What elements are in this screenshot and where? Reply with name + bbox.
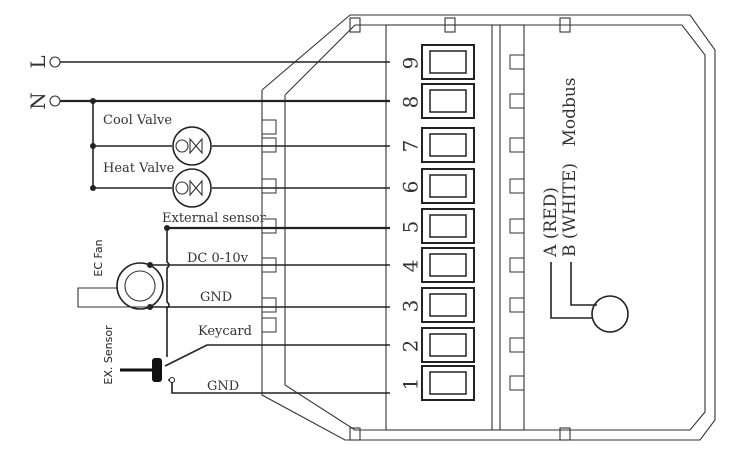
terminal-9: 9 [399, 44, 525, 80]
terminal-3: 3 [399, 287, 525, 323]
n-label: N [26, 92, 50, 110]
terminal-block: 1 2 3 4 5 6 7 8 9 [399, 44, 525, 401]
terminal-5: 5 [399, 208, 525, 244]
terminal-4: 4 [399, 247, 525, 283]
gnd-label-2: GND [207, 379, 239, 394]
heat-valve-label: Heat Valve [103, 161, 175, 176]
cool-valve-label: Cool Valve [103, 113, 172, 128]
terminal-number: 7 [399, 140, 423, 153]
terminal-1: 1 [399, 365, 525, 401]
modbus: Modbus A (RED) B (WHITE) [541, 77, 629, 333]
l-label: L [26, 55, 50, 68]
dc-label: DC 0-10v [187, 251, 249, 266]
terminal-number: 9 [399, 57, 423, 70]
terminal-number: 4 [399, 260, 423, 273]
terminal-number: 6 [399, 181, 423, 194]
terminal-6: 6 [399, 168, 525, 204]
wires [60, 61, 390, 394]
terminal-number: 3 [399, 300, 423, 313]
b-white-label: B (WHITE) [560, 163, 580, 257]
terminal-tab [261, 137, 277, 153]
terminal-number: 1 [399, 378, 423, 391]
terminal-number: 2 [399, 340, 423, 353]
terminal-tab [261, 119, 277, 135]
terminal-tab [261, 218, 277, 234]
terminal-tab [261, 317, 277, 333]
ec-fan-label: EC Fan [92, 239, 105, 276]
modbus-connector-icon [591, 295, 629, 333]
terminal-2: 2 [399, 327, 525, 363]
heat-valve-icon [172, 168, 212, 208]
left-terminal-tabs [261, 119, 277, 333]
terminal-8: 8 [399, 83, 525, 119]
ec-fan-icon [77, 262, 164, 310]
labels: Cool Valve Heat Valve External sensor DC… [92, 113, 267, 394]
cool-valve-icon [172, 126, 212, 166]
terminal-7: 7 [399, 127, 525, 163]
terminal-tab [261, 297, 277, 313]
a-red-label: A (RED) [541, 187, 561, 258]
keycard-label: Keycard [198, 324, 252, 339]
mains-terminals: L N [26, 55, 61, 110]
terminal-number: 5 [399, 221, 423, 234]
terminal-number: 8 [399, 96, 423, 109]
ex-sensor-icon [120, 358, 162, 382]
ex-sensor-label: EX. Sensor [102, 325, 115, 385]
gnd-label: GND [200, 290, 232, 305]
external-sensor-label: External sensor [162, 211, 267, 226]
terminal-tab [261, 178, 277, 194]
modbus-label: Modbus [560, 77, 580, 146]
